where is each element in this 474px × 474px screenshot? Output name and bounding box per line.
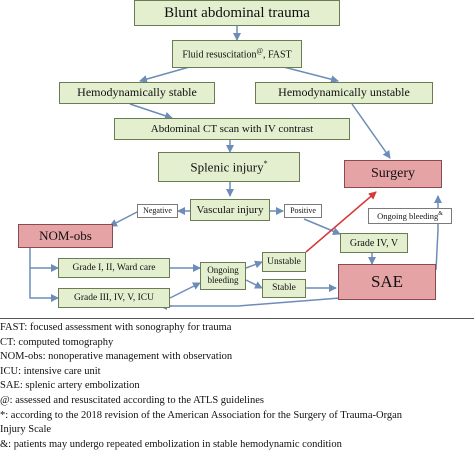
arrow-unstable-to-surgery-red	[305, 191, 377, 253]
grade-i-ii-ward-care-box: Grade I, II, Ward care	[58, 258, 170, 278]
arrow-ongoing-to-stable	[245, 279, 263, 289]
unstable-small-label: Unstable	[267, 256, 301, 267]
arrow-ongoing-to-unstable	[245, 260, 263, 269]
arrow-negative-to-nomobs	[109, 210, 140, 227]
arrow-nomobs-to-grade3	[29, 268, 59, 302]
vascular-injury-box: Vascular injury	[190, 199, 270, 221]
positive-label: Positive	[290, 205, 316, 215]
ongoing-bleeding-top-box: Ongoing bleeding&	[368, 208, 452, 224]
positive-label-box: Positive	[284, 204, 322, 218]
negative-label: Negative	[143, 205, 172, 215]
legend-item-fast: FAST: focused assessment with sonography…	[0, 322, 232, 333]
hemodynamically-stable-label: Hemodynamically stable	[77, 85, 197, 100]
abdominal-ct-box: Abdominal CT scan with IV contrast	[114, 118, 350, 140]
grade-iii-iv-v-icu-box: Grade III, IV, V, ICU	[58, 288, 170, 308]
surgery-box: Surgery	[344, 160, 442, 188]
arrow-grade3-to-ongoing	[169, 282, 201, 299]
legend-item-nom-obs: NOM-obs: nonoperative management with ob…	[0, 351, 233, 363]
hemodynamically-unstable-label: Hemodynamically unstable	[278, 85, 410, 100]
arrow-nomobs-to-grade12	[29, 248, 59, 272]
legend-separator	[0, 318, 474, 319]
arrow-unstable-to-surgery	[351, 103, 391, 159]
splenic-injury-label: Splenic injury*	[190, 158, 268, 175]
legend-item-asterisk-cont: Injury Scale	[0, 424, 52, 436]
fluid-resuscitation-box: Fluid resuscitation@, FAST	[172, 40, 302, 68]
ongoing-bleeding-mid-label: Ongoing bleeding	[207, 265, 239, 285]
sae-box: SAE	[338, 264, 436, 300]
sae-label: SAE	[370, 271, 404, 291]
legend-item-ampersand: &: patients may undergo repeated emboliz…	[0, 438, 342, 450]
ongoing-bleeding-top-label: Ongoing bleeding&	[377, 210, 443, 221]
hemodynamically-stable-box: Hemodynamically stable	[59, 82, 215, 104]
nom-obs-box: NOM-obs	[18, 224, 113, 248]
grade-iv-v-box: Grade IV, V	[340, 233, 408, 253]
unstable-small-box: Unstable	[262, 252, 306, 272]
arrow-stable-to-ct	[129, 103, 173, 120]
legend-item-ct: CT: computed tomography	[0, 336, 114, 348]
legend-item-at: @: assessed and resuscitated according t…	[0, 394, 264, 406]
blunt-abdominal-trauma-box: Blunt abdominal trauma	[134, 0, 340, 26]
ongoing-bleeding-mid-box: Ongoing bleeding	[200, 262, 246, 290]
arrow-positive-to-grade45	[303, 218, 341, 235]
hemodynamically-unstable-box: Hemodynamically unstable	[255, 82, 433, 104]
flowchart: Blunt abdominal trauma Fluid resuscitati…	[18, 0, 452, 310]
abdominal-ct-label: Abdominal CT scan with IV contrast	[150, 122, 314, 135]
splenic-injury-box: Splenic injury*	[158, 152, 300, 182]
grade-iv-v-label: Grade IV, V	[349, 237, 399, 249]
legend-item-icu: ICU: intensive care unit	[0, 365, 101, 377]
fluid-resuscitation-line1: Fluid resuscitation@, FAST	[182, 46, 292, 61]
negative-label-box: Negative	[137, 204, 178, 218]
surgery-label: Surgery	[370, 166, 416, 182]
stable-small-box: Stable	[262, 279, 306, 298]
legend-item-asterisk: *: according to the 2018 revision of the…	[0, 409, 403, 421]
vascular-injury-label: Vascular injury	[196, 203, 264, 216]
grade-i-ii-ward-care-label: Grade I, II, Ward care	[72, 262, 156, 273]
line-sae-to-ongoing-bleeding	[435, 229, 439, 271]
grade-iii-iv-v-icu-label: Grade III, IV, V, ICU	[74, 292, 154, 303]
legend-item-sae: SAE: splenic artery embolization	[0, 380, 140, 392]
nom-obs-label: NOM-obs	[39, 227, 92, 243]
blunt-abdominal-trauma-label: Blunt abdominal trauma	[164, 4, 310, 21]
stable-small-label: Stable	[272, 283, 296, 294]
arrow-sae-to-grade3	[160, 297, 341, 307]
legend: FAST: focused assessment with sonography…	[0, 321, 474, 452]
